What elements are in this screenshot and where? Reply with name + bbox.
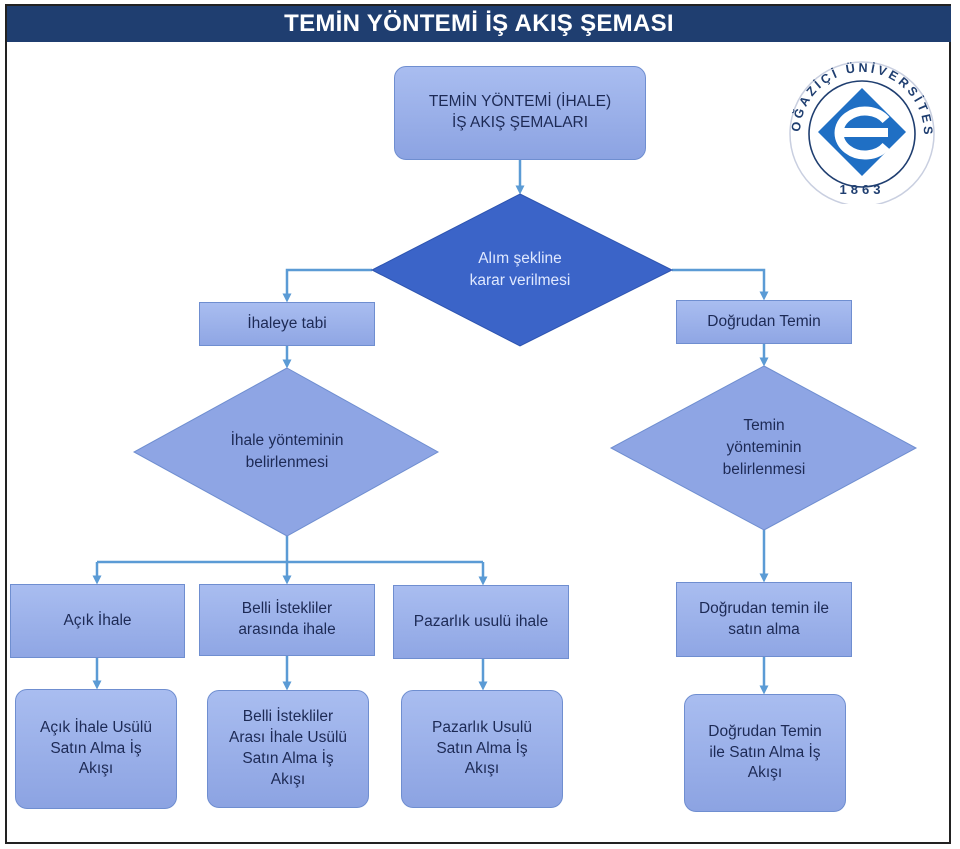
decision-main-diamond — [370, 193, 674, 347]
connector-decision-ihale — [282, 268, 372, 303]
dogrudan-satin-box: Doğrudan temin ile satın alma — [676, 582, 852, 657]
end-belli-node: Belli İstekliler Arası İhale Usülü Satın… — [207, 690, 369, 808]
belli-istekliler-box: Belli İstekliler arasında ihale — [199, 584, 375, 656]
acik-ihale-box: Açık İhale — [10, 584, 185, 658]
logo-year: 1863 — [840, 182, 885, 197]
decision-temin-label: Temin yönteminin belirlenmesi — [722, 417, 806, 478]
university-logo: BOĞAZİÇİ ÜNİVERSİTESİ 1863 — [780, 54, 935, 204]
end-acik-node: Açık İhale Usülü Satın Alma İş Akışı — [15, 689, 177, 809]
end-pazarlik-node: Pazarlık Usulü Satın Alma İş Akışı — [401, 690, 563, 808]
pazarlik-box: Pazarlık usulü ihale — [393, 585, 569, 659]
connector-decision-dogrudan — [672, 268, 769, 301]
decision-ihale-label: İhale yönteminin belirlenmesi — [230, 432, 344, 471]
ihale-tabi-box: İhaleye tabi — [199, 302, 375, 346]
start-node: TEMİN YÖNTEMİ (İHALE) İŞ AKIŞ ŞEMALARI — [394, 66, 646, 160]
decision-ihale-diamond — [132, 367, 440, 537]
page-title: TEMİN YÖNTEMİ İŞ AKIŞ ŞEMASI — [7, 6, 951, 42]
dogrudan-temin-box: Doğrudan Temin — [676, 300, 852, 344]
decision-main-label: Alım şekline karar verilmesi — [469, 250, 571, 289]
decision-temin-diamond — [609, 365, 918, 531]
end-dogrudan-node: Doğrudan Temin ile Satın Alma İş Akışı — [684, 694, 846, 812]
